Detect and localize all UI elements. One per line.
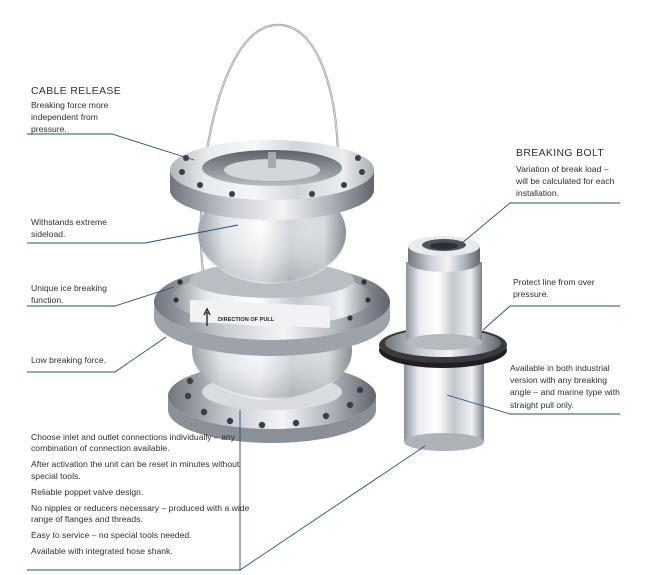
sideload-text: Withstands extreme sideload. (31, 217, 107, 240)
direction-of-pull-text: DIRECTION OF PULL (218, 317, 275, 323)
feature-item: After activation the unit can be reset i… (31, 459, 240, 481)
cable-release-text: Breaking force more independent from pre… (31, 100, 109, 135)
feature-item: Reliable poppet valve design. (31, 486, 144, 497)
breaking-bolt-heading: BREAKING BOLT (516, 148, 605, 159)
feature-list: Choose inlet and outlet connections indi… (31, 432, 261, 562)
feature-item: No nipples or reducers necessary – produ… (31, 502, 250, 525)
breaking-bolt-unit (379, 236, 507, 451)
protect-line-text: Protect line from over pressure. (513, 277, 595, 300)
ice-breaking-text: Unique ice breaking function. (31, 283, 107, 306)
availability-text: Available in both industrial version wit… (510, 363, 620, 410)
breaking-bolt-text: Variation of break load – will be calcul… (516, 164, 615, 199)
feature-item: Choose inlet and outlet connections indi… (31, 432, 235, 454)
leader-lines (27, 133, 620, 571)
cable-release-heading: CABLE RELEASE (31, 86, 122, 97)
breakaway-valve-main: DIRECTION OF PULL (154, 23, 390, 443)
feature-item: Easy to service – no special tools neede… (31, 530, 192, 541)
feature-item: Available with integrated hose shank. (31, 546, 173, 557)
low-breaking-force-text: Low breaking force. (31, 355, 106, 365)
